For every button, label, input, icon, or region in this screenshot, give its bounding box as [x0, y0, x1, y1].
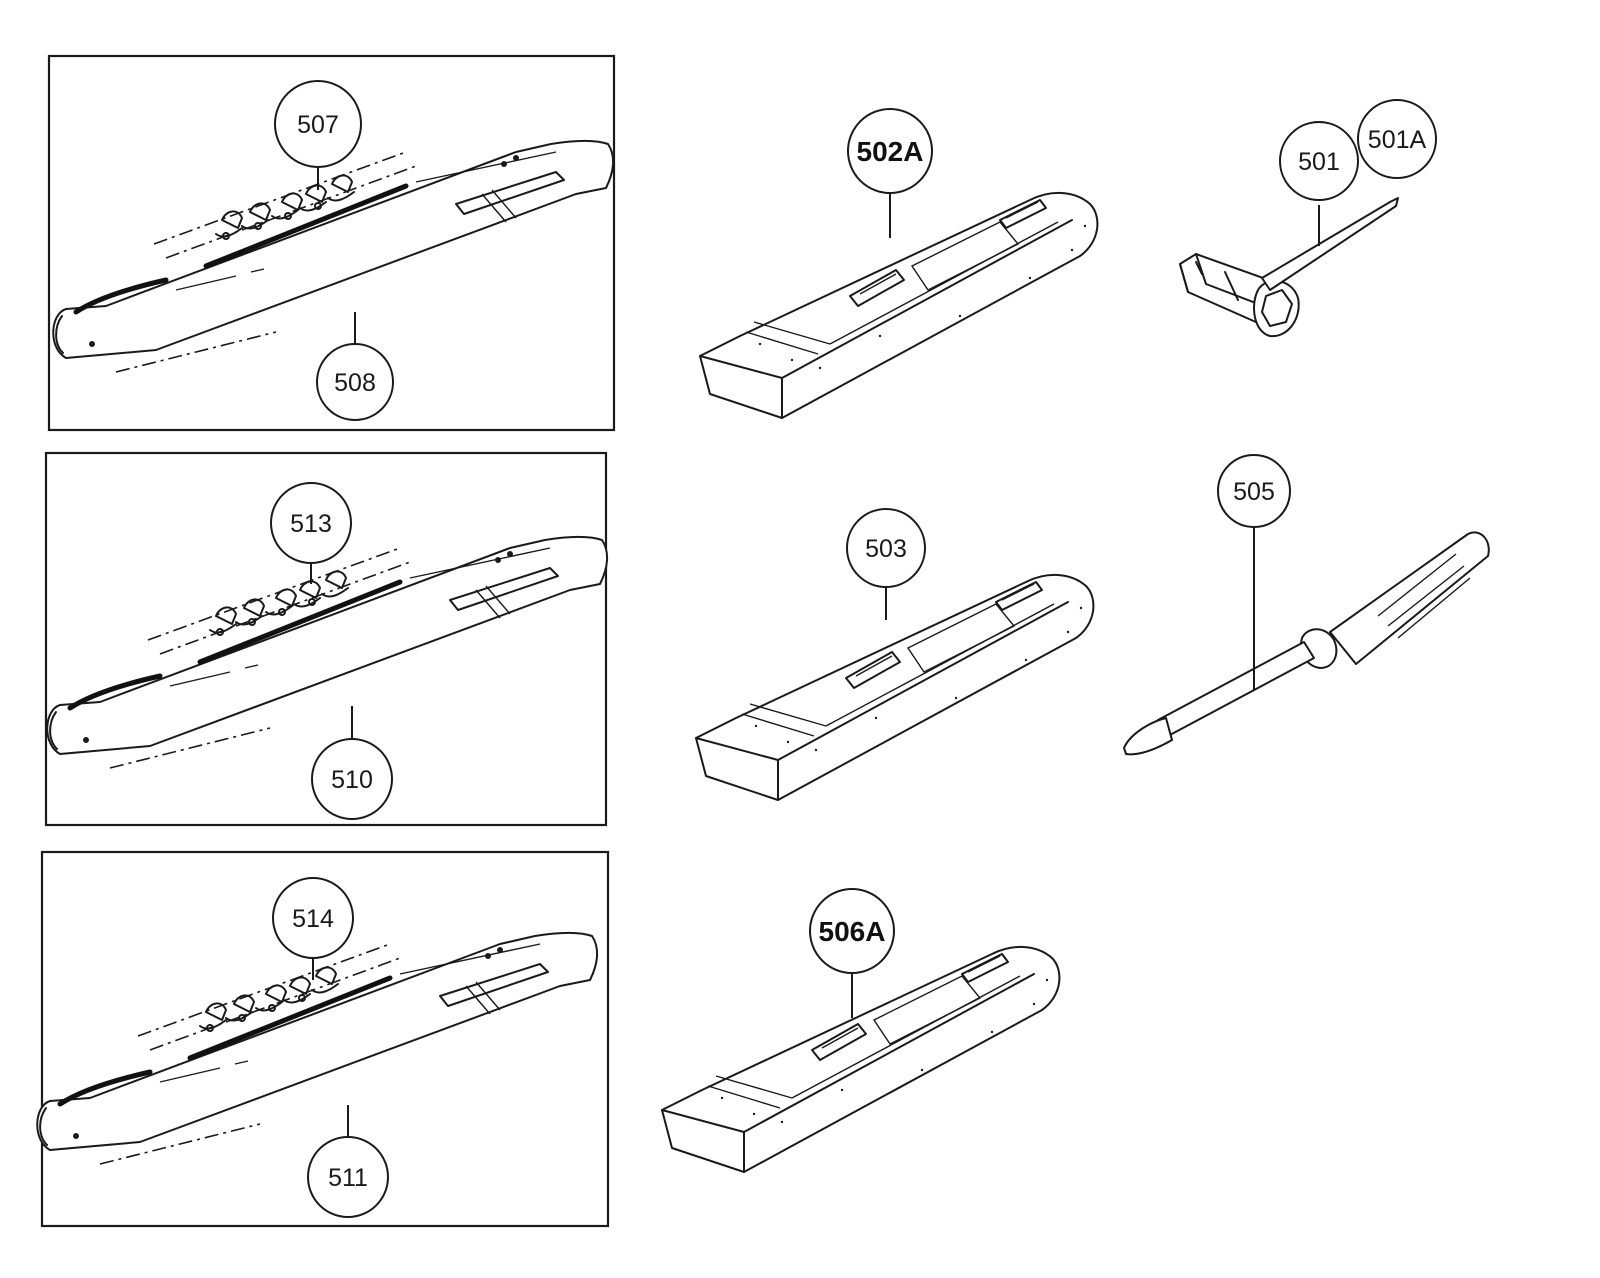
callout-513: 513 [270, 482, 352, 564]
callout-501: 501 [1279, 121, 1359, 201]
callout-508: 508 [316, 343, 394, 421]
callout-508-label: 508 [334, 369, 376, 397]
callout-505: 505 [1217, 454, 1291, 528]
callout-501A-label: 501A [1368, 126, 1427, 154]
callout-506A-label: 506A [819, 916, 886, 947]
combination-wrench-icon [1179, 197, 1399, 338]
bar-cover-503 [695, 573, 1095, 801]
callout-501A: 501A [1357, 99, 1437, 179]
callout-514: 514 [272, 877, 354, 959]
callout-506A: 506A [809, 888, 895, 974]
bar-cover-506A [661, 945, 1061, 1173]
callout-502A: 502A [847, 108, 933, 194]
callout-507-label: 507 [297, 111, 339, 139]
callout-507: 507 [274, 80, 362, 168]
bar-cover-502A [699, 191, 1099, 419]
callout-514-label: 514 [292, 905, 334, 933]
callout-510: 510 [311, 738, 393, 820]
guide-bar-panel-1 [47, 54, 614, 432]
callout-505-label: 505 [1233, 478, 1275, 506]
callout-503: 503 [846, 508, 926, 588]
callout-510-label: 510 [331, 766, 373, 794]
callout-511-label: 511 [328, 1164, 368, 1192]
callout-513-label: 513 [290, 510, 332, 538]
callout-511: 511 [307, 1136, 389, 1218]
callout-501-label: 501 [1298, 148, 1340, 176]
callout-502A-label: 502A [857, 136, 924, 167]
guide-bar-panel-3 [37, 850, 610, 1228]
callout-503-label: 503 [865, 535, 907, 563]
screwdriver-icon [1123, 527, 1490, 756]
guide-bar-panel-2 [46, 451, 607, 827]
